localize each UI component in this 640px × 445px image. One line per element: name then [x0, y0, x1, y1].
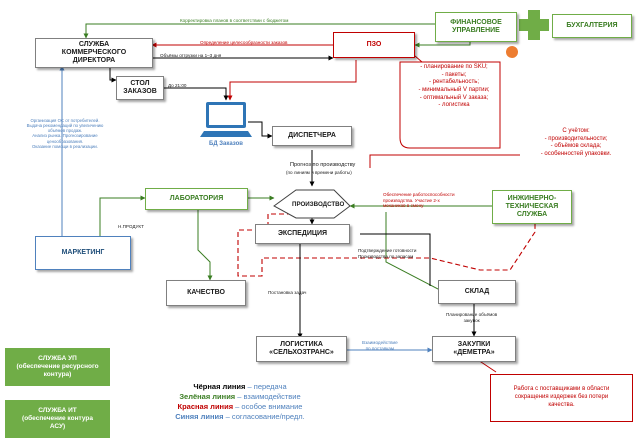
link-db-dispatcher: [248, 121, 273, 139]
order-priority-label: Определение целесообразности заказов: [200, 40, 288, 45]
legend-item-black: Чёрная линия – передача: [193, 382, 287, 391]
link-attention-loop: [237, 213, 538, 277]
purchasing-node: ЗАКУПКИ «ДЕМЕТРА»: [432, 336, 516, 362]
link-marketing-lab: [99, 195, 146, 236]
expedition-node: ЭКСПЕДИЦИЯ: [255, 224, 350, 244]
legend-item-red: Красная линия – особое внимание: [177, 402, 303, 412]
delivery-planning-label: Постановка задач: [268, 290, 307, 295]
laboratory-node: ЛАБОРАТОРИЯ: [145, 188, 248, 210]
legend-item-green: Зелёная линия – взаимодействие: [179, 392, 301, 402]
by-lines-time-label: (по линиям и времени работы): [286, 170, 352, 175]
link-supplier-work: [477, 359, 497, 373]
marketing-tasks-label: Организация ОС от потребителей. Выдача р…: [26, 118, 104, 149]
until-2100-label: До 21:00: [168, 83, 187, 88]
production-forecast-label: Прогноз по производству: [290, 162, 356, 168]
shipping-volumes-label: Объёмы отгрузки на 1–3 дня: [160, 53, 222, 58]
computer-icon: [200, 102, 252, 137]
readiness-label: Подтверждение готовности Производства по…: [358, 248, 417, 259]
orders-desk-node: СТОЛ ЗАКАЗОВ: [116, 76, 164, 100]
purchase-planning-label: Планирование объёмов закупок: [446, 312, 498, 323]
up-service-node: СЛУЖБА УП (обеспечение ресурсного контур…: [5, 348, 110, 386]
link-lab-quality: [197, 210, 213, 281]
pzo-tasks-list: - планирование по SKU; - пакеты; - рента…: [418, 64, 490, 109]
commercial-director-node: СЛУЖБА КОММЕРЧЕСКОГО ДИРЕКТОРА: [35, 38, 153, 68]
orders-db-label: БД Заказов: [209, 141, 243, 147]
supply-interaction-label: Взаимодействие по поставкам: [362, 340, 398, 351]
link-desk-db: [160, 87, 229, 101]
budget-correction-label: Корректировка планов в соответствии с бю…: [180, 18, 289, 23]
pzo-node: ПЗО: [333, 32, 415, 58]
warehouse-node: СКЛАД: [438, 280, 516, 304]
production-label: ПРОИЗВОДСТВО: [292, 201, 345, 208]
it-service-node: СЛУЖБА ИТ (обеспечение контура АСУ): [5, 400, 110, 438]
link-budget-correction: [83, 23, 435, 39]
link-considering: [369, 154, 520, 168]
logistics-node: ЛОГИСТИКА «СЕЛЬХОЗТРАНС»: [256, 336, 347, 362]
pzo-scroll-curl: [506, 46, 518, 58]
n-product-label: Н.ПРОДУКТ: [118, 224, 144, 229]
legend-item-blue: Синяя линия – согласование/предл.: [175, 412, 305, 422]
marketing-node: МАРКЕТИНГ: [35, 236, 131, 270]
link-director-desk: [109, 67, 117, 83]
engineering-support-label: Обеспечение работоспособности производст…: [383, 192, 455, 208]
production-shape: [273, 189, 351, 219]
pzo-callout-link: [414, 55, 423, 63]
link-warehouse-expedition: [360, 233, 431, 286]
pzo-scroll-shape: [399, 61, 501, 149]
dispatcher-node: ДИСПЕТЧЕРА: [272, 126, 352, 146]
accounting-node: БУХГАЛТЕРИЯ: [552, 14, 632, 38]
supplier-work-note: Работа с поставщиками в области сокращен…: [490, 374, 633, 422]
considering-list: С учётом: - производительности; - объёмо…: [540, 128, 612, 158]
medical-cross-icon: [519, 10, 549, 40]
link-pzo-db: [227, 60, 357, 101]
quality-node: КАЧЕСТВО: [166, 280, 246, 306]
legend: Чёрная линия – передача Зелёная линия – …: [150, 382, 330, 423]
finance-node: ФИНАНСОВОЕ УПРАВЛЕНИЕ: [435, 12, 517, 42]
engineering-node: ИНЖИНЕРНО- ТЕХНИЧЕСКАЯ СЛУЖБА: [492, 190, 572, 224]
